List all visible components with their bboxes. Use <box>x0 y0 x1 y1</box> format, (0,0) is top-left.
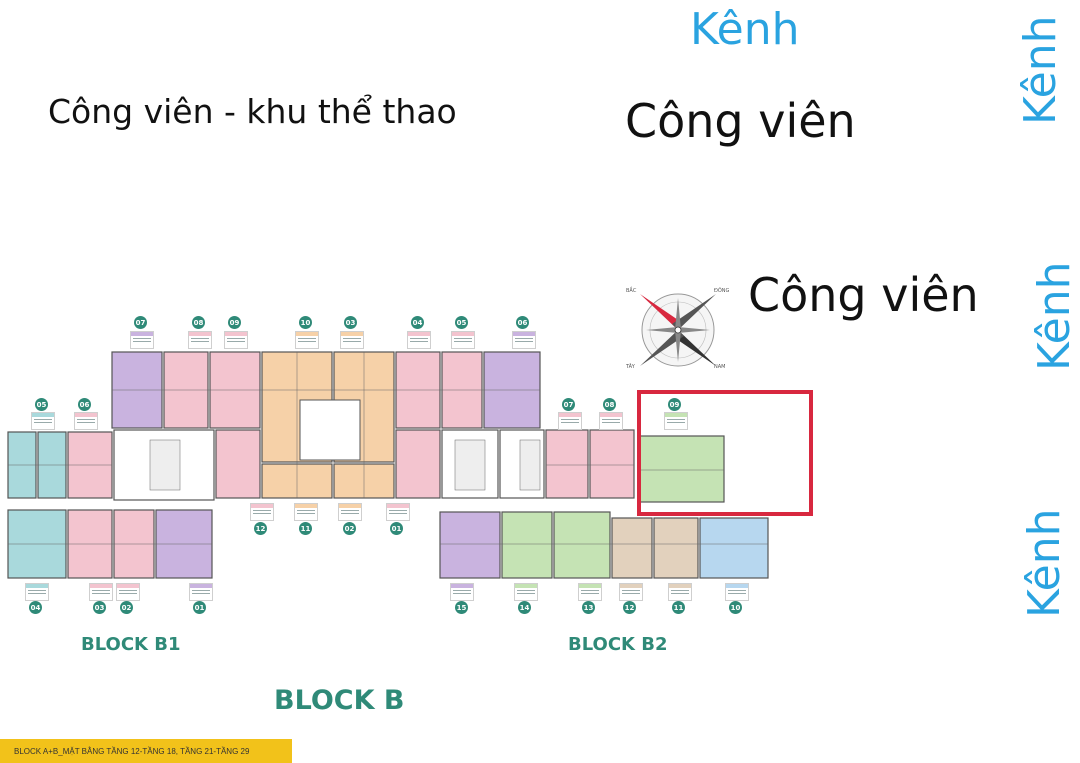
unit-info-card <box>578 583 602 601</box>
unit-b1-01m <box>395 429 441 499</box>
unit-info-card <box>294 503 318 521</box>
unit-badge: 02 <box>120 601 133 614</box>
unit-b2-12 <box>611 517 653 579</box>
unit-badge: 12 <box>623 601 636 614</box>
canal-label-right-1: Kênh <box>1015 15 1066 125</box>
unit-badge: 06 <box>78 398 91 411</box>
unit-b2-09 <box>637 435 725 503</box>
unit-info-card <box>89 583 113 601</box>
unit-badge: 02 <box>343 522 356 535</box>
unit-badge: 11 <box>672 601 685 614</box>
park-label-top: Công viên <box>625 94 856 148</box>
unit-info-card <box>116 583 140 601</box>
unit-info-card <box>619 583 643 601</box>
unit-info-card <box>450 583 474 601</box>
unit-badge: 11 <box>299 522 312 535</box>
unit-info-card <box>188 331 212 349</box>
floor-plan <box>7 351 769 579</box>
unit-info-card <box>664 412 688 430</box>
unit-info-card <box>31 412 55 430</box>
unit-badge: 15 <box>455 601 468 614</box>
unit-badge: 10 <box>299 316 312 329</box>
compass-rose: BẮC ĐÔNG TÂY NAM <box>618 284 732 374</box>
unit-badge: 10 <box>729 601 742 614</box>
unit-badge: 04 <box>411 316 424 329</box>
unit-info-card <box>340 331 364 349</box>
unit-badge: 13 <box>582 601 595 614</box>
unit-info-card <box>74 412 98 430</box>
block-b-title: BLOCK B <box>274 685 405 716</box>
unit-badge: 06 <box>516 316 529 329</box>
unit-b2-13 <box>553 511 611 579</box>
park-label-right: Công viên <box>748 268 979 322</box>
unit-badge: 08 <box>192 316 205 329</box>
unit-b1-12 <box>215 429 261 499</box>
unit-b2-14 <box>501 511 553 579</box>
unit-badge: 09 <box>668 398 681 411</box>
unit-badge: 09 <box>228 316 241 329</box>
unit-b2-15 <box>439 511 501 579</box>
unit-badge: 03 <box>93 601 106 614</box>
unit-badge: 07 <box>562 398 575 411</box>
canal-label-right-2: Kênh <box>1029 261 1080 371</box>
canal-label-right-3: Kênh <box>1019 508 1070 618</box>
unit-info-card <box>407 331 431 349</box>
unit-badge: 04 <box>29 601 42 614</box>
unit-info-card <box>224 331 248 349</box>
unit-info-card <box>451 331 475 349</box>
unit-badge: 01 <box>390 522 403 535</box>
compass-south: NAM <box>714 364 726 370</box>
canal-label-top: Kênh <box>690 4 800 55</box>
unit-info-card <box>514 583 538 601</box>
unit-info-card <box>599 412 623 430</box>
unit-info-card <box>338 503 362 521</box>
park-sports-label: Công viên - khu thể thao <box>48 92 457 131</box>
unit-info-card <box>386 503 410 521</box>
unit-badge: 08 <box>603 398 616 411</box>
unit-info-card <box>725 583 749 601</box>
unit-badge: 05 <box>35 398 48 411</box>
unit-b2-10 <box>699 517 769 579</box>
unit-badge: 14 <box>518 601 531 614</box>
unit-badge: 03 <box>344 316 357 329</box>
unit-info-card <box>25 583 49 601</box>
unit-info-card <box>130 331 154 349</box>
unit-b2-11 <box>653 517 699 579</box>
unit-b2-07 <box>545 429 589 499</box>
compass-west: TÂY <box>626 364 635 370</box>
unit-info-card <box>295 331 319 349</box>
unit-info-card <box>558 412 582 430</box>
block-b2-title: BLOCK B2 <box>568 634 668 655</box>
unit-badge: 07 <box>134 316 147 329</box>
highlight-box <box>637 390 813 516</box>
block-b1-title: BLOCK B1 <box>81 634 181 655</box>
unit-info-card <box>250 503 274 521</box>
unit-badge: 01 <box>193 601 206 614</box>
compass-east: ĐÔNG <box>714 288 730 294</box>
unit-info-card <box>512 331 536 349</box>
unit-badge: 12 <box>254 522 267 535</box>
compass-icon <box>640 293 716 367</box>
unit-b2-08 <box>589 429 635 499</box>
unit-badge: 05 <box>455 316 468 329</box>
unit-info-card <box>189 583 213 601</box>
compass-north: BẮC <box>626 288 637 294</box>
unit-info-card <box>668 583 692 601</box>
footer-caption: BLOCK A+B_MẶT BẰNG TẦNG 12-TẦNG 18, TẦNG… <box>0 739 292 763</box>
